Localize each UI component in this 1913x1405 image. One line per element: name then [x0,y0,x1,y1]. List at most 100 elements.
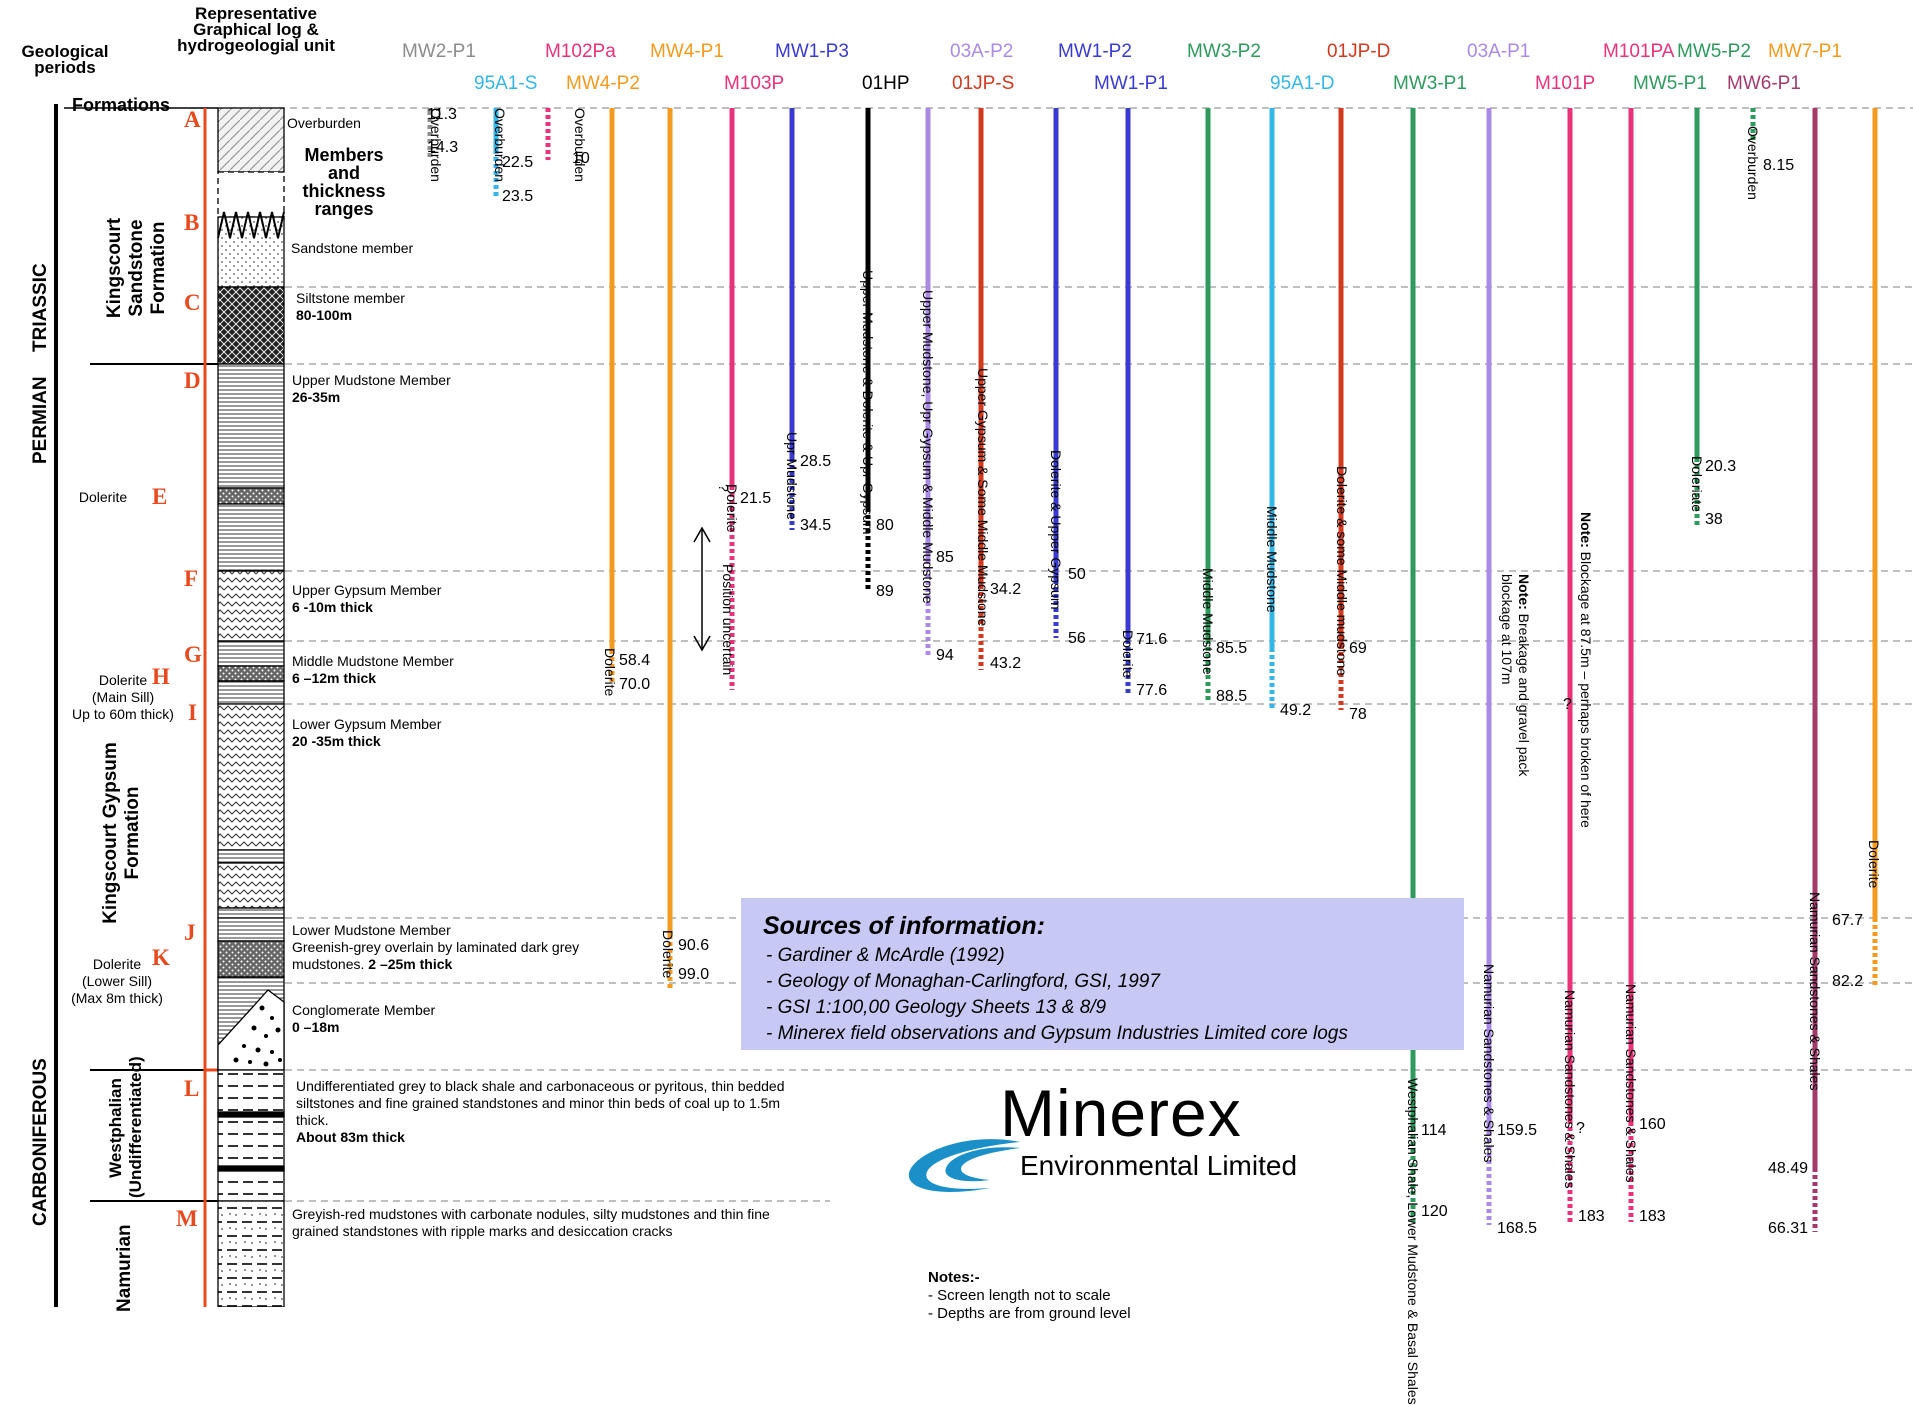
screen-depth-top: 21.5 [740,490,772,507]
screen-depth-top: 22.5 [502,154,534,171]
well-header-label: 01HP [862,73,910,94]
screen-unit-label: Upper Mudstone & Dolerite & Upr Gypsum [860,270,876,535]
notes-item: - Depths are from ground level [928,1305,1131,1322]
well-header-label: 95A1-S [474,73,538,94]
screen-depth-bottom: 43.2 [990,655,1022,672]
member-sandstone: Sandstone member [291,240,414,256]
members-heading: Members and thickness ranges [302,145,386,219]
screen-unit-label: Overburden [1745,126,1761,200]
screen-depth-top: 90.6 [678,937,710,954]
well-header-label: MW1-P2 [1058,41,1132,62]
screen-depth-bottom: 89 [876,583,894,600]
screen-unit-label: Upr Mudstone [784,432,800,520]
unit-letter: K [152,945,170,970]
screen-depth-top: 69 [1349,640,1367,657]
screen-depth-bottom: 78 [1349,706,1367,723]
formation-kingscourt-sandstone: Kingscourt Sandstone Formation [104,217,169,319]
well-header-label: MW5-P1 [1633,73,1707,94]
screen-depth-top: 114 [1421,1122,1447,1139]
well-header-label: 01JP-D [1327,41,1391,62]
note-bold-label: Note: [1516,574,1532,610]
screen-depth-top: 85.5 [1216,640,1248,657]
screen-depth-bottom: 66.31 [1768,1220,1809,1237]
graphical-log [217,107,285,1307]
diagram-graphics [54,104,1913,1307]
well-header-label: MW5-P2 [1677,41,1751,62]
formation-kingscourt-gypsum: Kingscourt Gypsum Formation [100,742,143,924]
screen-depth-top: 34.2 [990,581,1022,598]
logo-name: Minerex [1000,1076,1242,1150]
well-header-label: M103P [724,73,785,94]
screen-unit-label: Dolerite [1866,840,1882,889]
well-header-label: M102Pa [545,41,616,62]
unit-letter: J [184,920,196,945]
screen-unit-label: Middle Mudstone [1264,506,1280,613]
screen-depth-top: 67.7 [1832,912,1864,929]
well-header-label: MW3-P1 [1393,73,1467,94]
screen-depth-bottom: 14.3 [427,139,459,156]
period-brackets [54,104,218,1307]
screen-depth-bottom: 168.5 [1497,1220,1538,1237]
screen-unit-label: Upper Gypsum & Some Middle Mudstone [975,368,991,627]
screen-depth-bottom: 82.2 [1832,973,1864,990]
screen-unit-label: Namurian Sandstones & Shales [1562,990,1578,1189]
uncertain-mark: ? [1563,696,1572,713]
screen-unit-label: Overburden [492,108,508,182]
well-header-label: 01JP-S [952,73,1015,94]
uncertain-mark: ? [1576,1120,1585,1137]
dolerite-note-main-sill: Dolerite(Main Sill)Up to 60m thick) [72,672,174,722]
screen-unit-label: Overburden [572,108,588,182]
screen-unit-label: Dolerite [1120,630,1136,679]
unit-letter: F [184,566,199,591]
screen-unit-label: Upper Mudstone, Upr Gypsum & Middle Muds… [920,290,936,604]
screen-depth-bottom: 49.2 [1280,702,1312,719]
source-item: - Geology of Monaghan-Carlingford, GSI, … [766,971,1160,992]
screen-unit-label: Namurian Sandstones & Shales [1807,892,1823,1091]
geological-periods-heading: Geological periods [21,42,109,77]
screen-depth-top: 11.3 [427,106,457,123]
period-triassic: TRIASSIC [30,263,51,352]
notes-heading: Notes:- [928,1269,980,1286]
screen-unit-label: Westphalian Shale, Lower Mudstone & Basa… [1405,1078,1421,1405]
screen-unit-label: ? [716,484,732,492]
unit-letter: C [184,290,201,315]
well-header-label: MW3-P2 [1187,41,1261,62]
screen-depth-bottom: 34.5 [800,517,832,534]
unit-letter: B [184,210,200,235]
well-header-label: MW4-P2 [566,73,640,94]
well-header-label: MW6-P1 [1727,73,1801,94]
unit-letter: E [152,484,168,509]
position-uncertain-arrow [693,526,711,652]
well-header-label: 95A1-D [1270,73,1335,94]
screen-depth-top: 58.4 [619,652,651,669]
screen-depth-top: 85 [936,549,954,566]
screen-depth-bottom: 88.5 [1216,688,1248,705]
screen-depth-top: 10 [572,150,590,167]
well-lines [427,108,1878,1232]
screen-depth-bottom: 183 [1639,1208,1666,1225]
unit-letter: L [184,1076,200,1101]
well-header-label: M101PA [1603,41,1675,62]
screen-unit-label: Namurian Sandstones & Shales [1481,964,1497,1163]
screen-depth-bottom: 38 [1705,511,1723,528]
notes-item: - Screen length not to scale [928,1287,1111,1304]
screen-depth-top: 160 [1639,1116,1666,1133]
blockage-note: Note: Breakage and gravel pack blockage … [1498,574,1532,804]
screen-depth-top: 159.5 [1497,1122,1538,1139]
screen-unit-label: Overburden [428,108,444,182]
swoosh-icon [908,1139,1020,1192]
source-item: - GSI 1:100,00 Geology Sheets 13 & 8/9 [766,997,1107,1018]
member-westphalian: Undifferentiated grey to black shale and… [296,1078,785,1145]
unit-letter: H [152,664,170,689]
screen-depth-bottom: 120 [1421,1203,1448,1220]
screen-depth-bottom: 77.6 [1136,682,1168,699]
member-namurian: Greyish-red mudstones with carbonate nod… [292,1206,770,1239]
screen-depth-top: 50 [1068,566,1086,583]
screen-depth-top: 28.5 [800,453,832,470]
